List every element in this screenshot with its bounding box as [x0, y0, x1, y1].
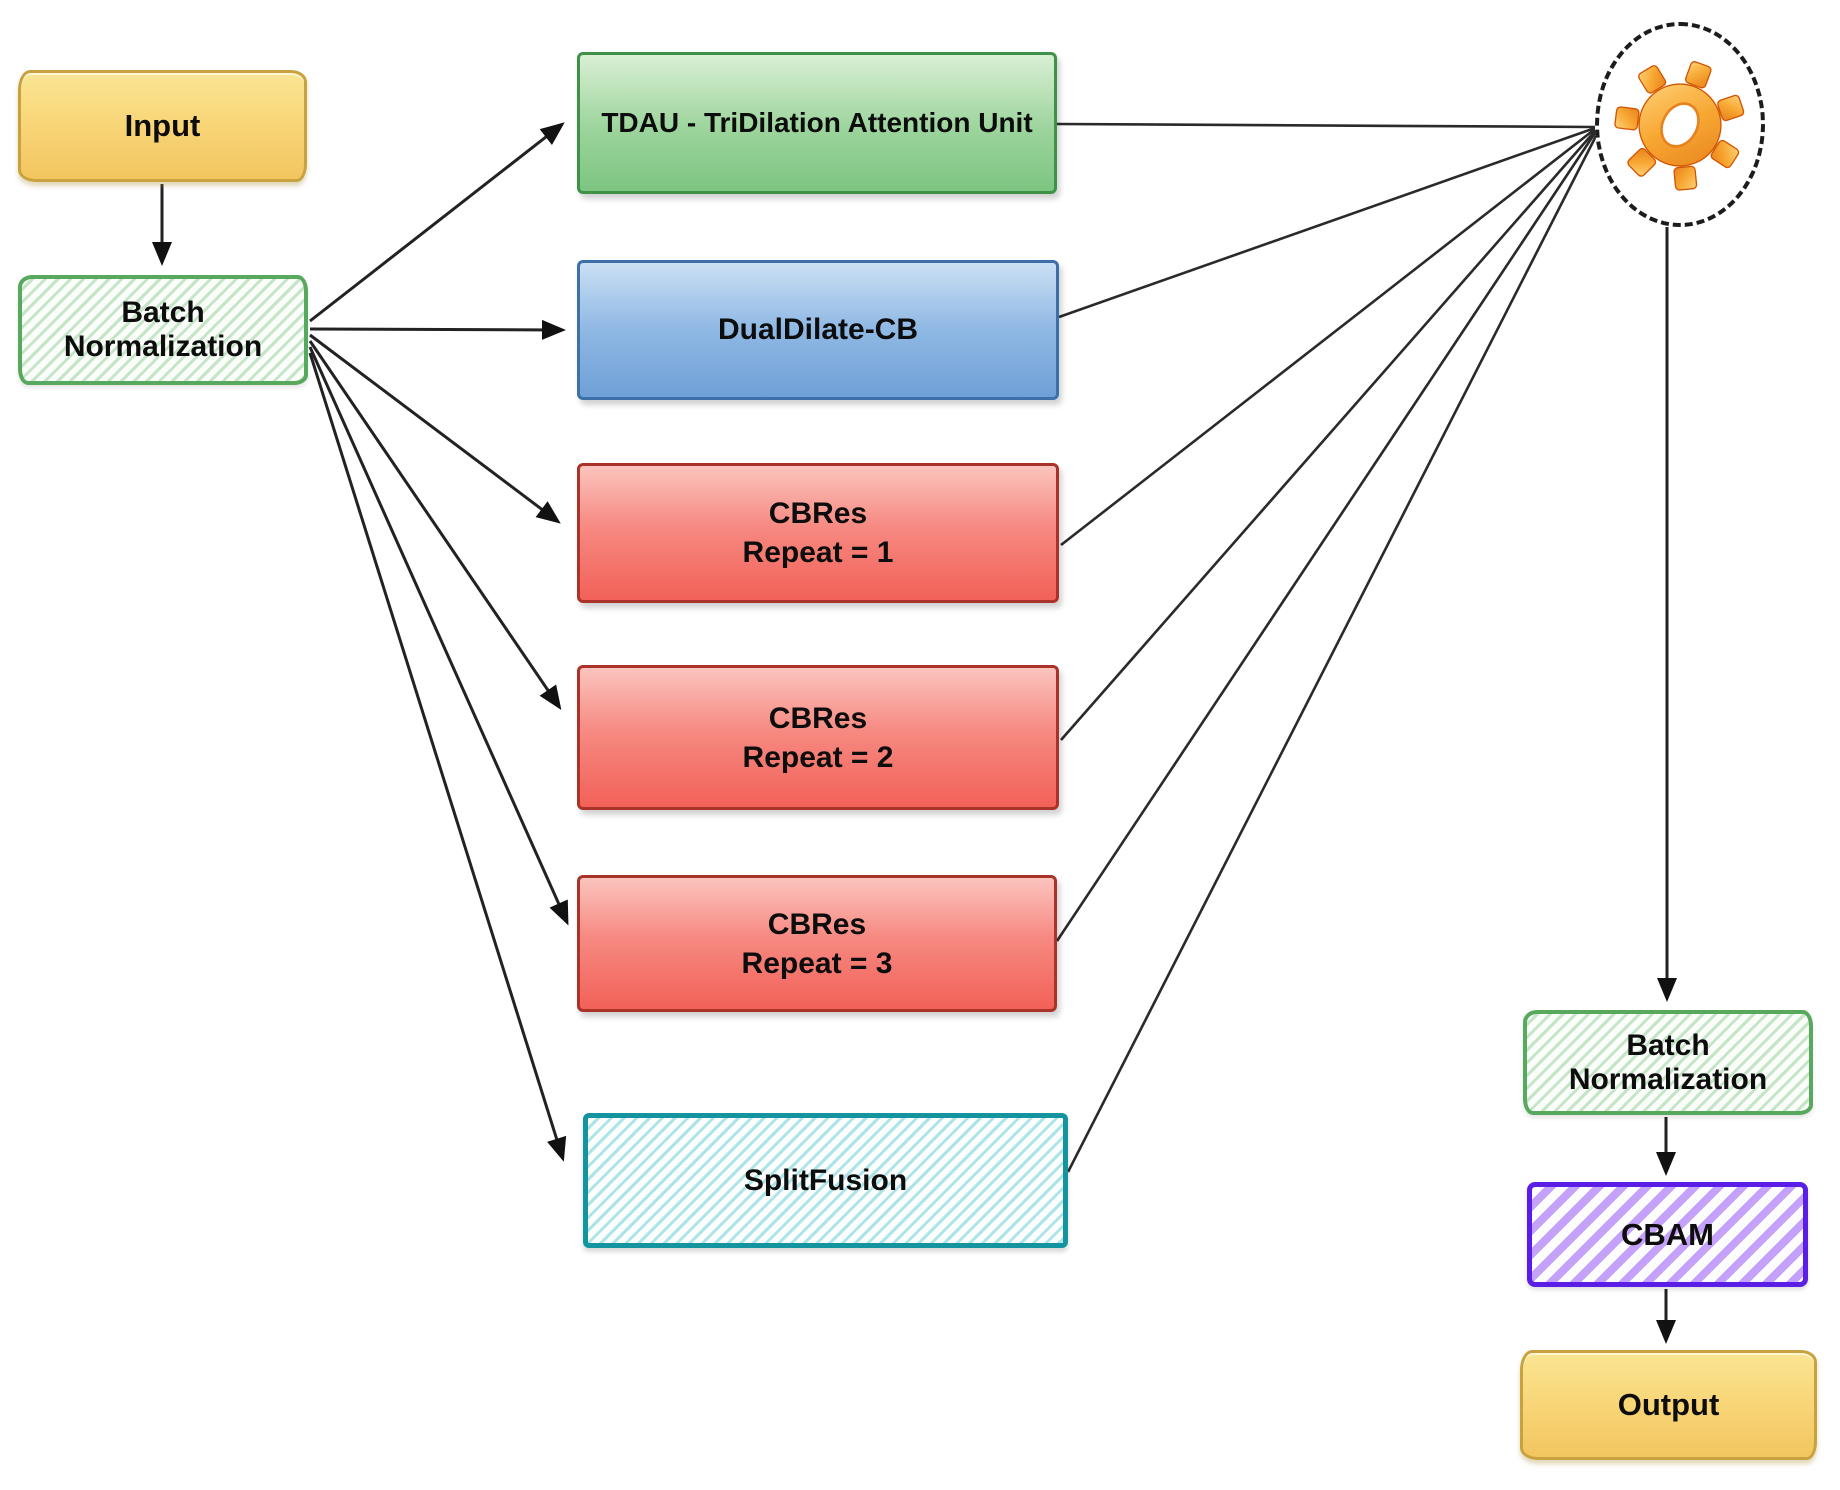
node-splitfusion: SplitFusion	[583, 1113, 1068, 1248]
node-dualdilate-cb-label: DualDilate-CB	[717, 313, 919, 346]
node-cbres-repeat-2-label: CBRes Repeat = 2	[743, 699, 894, 777]
edge-bn-to-splitfusion	[308, 352, 567, 1162]
node-batch-normalization-right: Batch Normalization	[1523, 1010, 1813, 1115]
edge-cbres2-to-gear	[1060, 130, 1596, 741]
edge-bn-to-cbres3	[308, 346, 569, 926]
node-cbres-repeat-2: CBRes Repeat = 2	[577, 665, 1059, 810]
node-cbam-label: CBAM	[1621, 1216, 1714, 1252]
node-batch-normalization-left-label: Batch Normalization	[63, 296, 263, 363]
node-input: Input	[18, 70, 307, 182]
node-cbres-repeat-3-label: CBRes Repeat = 3	[742, 905, 893, 983]
node-batch-normalization-left: Batch Normalization	[18, 275, 308, 385]
node-output: Output	[1520, 1350, 1817, 1460]
edge-bn-to-tdau	[309, 122, 565, 323]
cbres2-subtitle: Repeat = 2	[742, 740, 894, 774]
cbres2-title: CBRes	[768, 701, 868, 735]
cbres1-subtitle: Repeat = 1	[742, 536, 894, 569]
node-tdau-label: TDAU - TriDilation Attention Unit	[601, 107, 1033, 138]
edge-bn-to-dualdilate	[309, 319, 566, 340]
cbres1-title: CBRes	[768, 497, 868, 530]
node-cbres-repeat-1-label: CBRes Repeat = 1	[743, 494, 894, 572]
node-cbam: CBAM	[1527, 1182, 1808, 1287]
gear-icon	[1614, 60, 1745, 191]
node-tdau: TDAU - TriDilation Attention Unit	[577, 52, 1057, 194]
cbres3-title: CBRes	[767, 907, 867, 941]
node-batch-normalization-right-label: Batch Normalization	[1568, 1028, 1768, 1096]
edge-bn-to-cbres1	[309, 333, 561, 524]
edge-bn-to-cbres2	[308, 340, 562, 710]
node-splitfusion-label: SplitFusion	[743, 1163, 908, 1197]
node-cbres-repeat-3: CBRes Repeat = 3	[577, 875, 1057, 1012]
edge-cbres3-to-gear	[1055, 132, 1597, 942]
edge-tdau-to-gear	[1056, 122, 1596, 129]
node-dualdilate-cb: DualDilate-CB	[577, 260, 1059, 400]
node-output-label: Output	[1617, 1387, 1720, 1422]
edge-dualdilate-to-gear	[1058, 126, 1596, 319]
aggregator-node	[1595, 22, 1765, 227]
node-input-label: Input	[124, 108, 201, 143]
edge-cbres1-to-gear	[1060, 127, 1596, 547]
cbres3-subtitle: Repeat = 3	[741, 946, 893, 980]
node-cbres-repeat-1: CBRes Repeat = 1	[577, 463, 1059, 603]
edge-splitfusion-to-gear	[1066, 135, 1598, 1173]
